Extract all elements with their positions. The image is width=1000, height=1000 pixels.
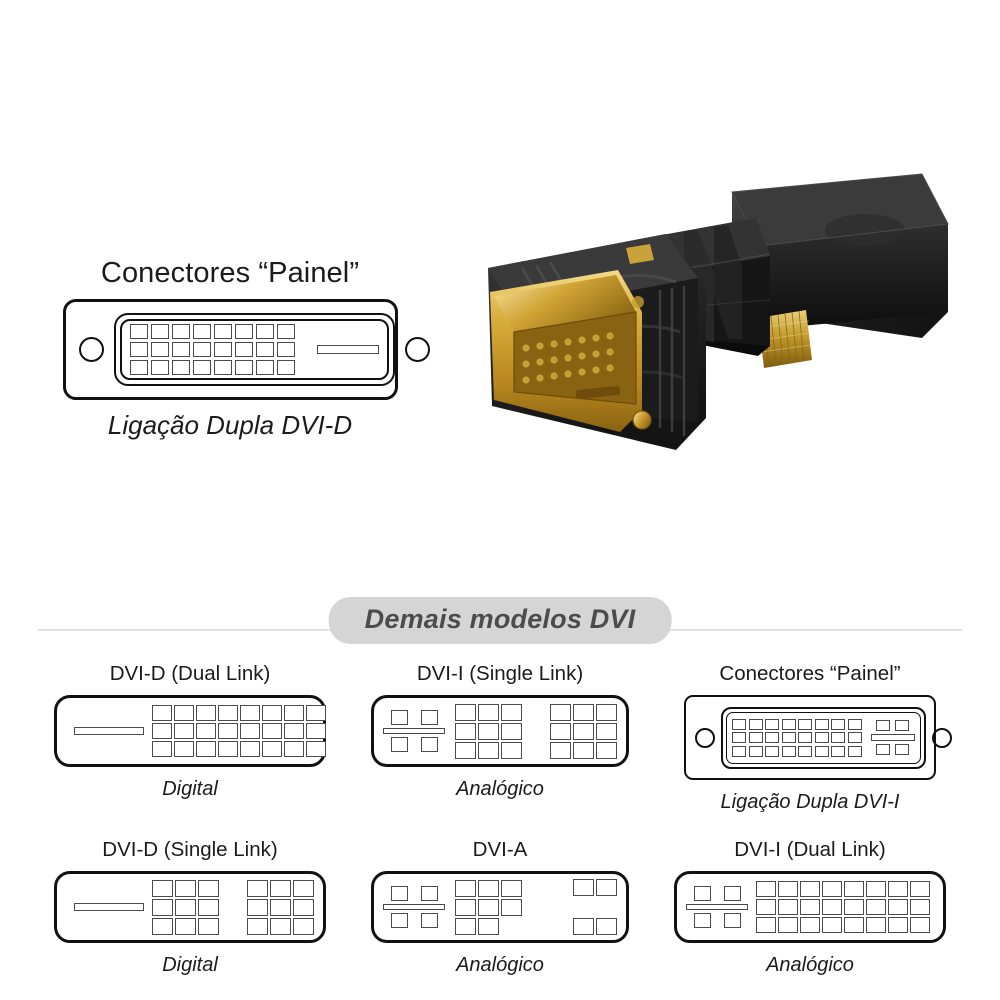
analog-row-bottom [693,913,741,928]
model-card-dvi-i-single-link: DVI-I (Single Link) [350,662,650,838]
pin [234,359,253,375]
card-caption: Analógico [456,778,544,800]
pin [192,341,211,357]
pin [150,341,169,357]
pin-pair-bottom [573,918,617,935]
pin [234,341,253,357]
analog-pin-cluster [870,720,915,755]
card-title: DVI-A [472,838,528,861]
analog-row-top [390,886,438,901]
models-grid: DVI-D (Dual Link) Digital DVI-I (Single … [40,662,960,1000]
pin [213,323,232,339]
pin [129,359,148,375]
analog-pin-block-right [573,879,617,935]
pin [234,323,253,339]
model-card-dvi-d-single-link: DVI-D (Single Link) Digital [40,838,340,1000]
flat-blade-pin [316,344,379,354]
analog-row-bottom [876,744,909,755]
model-card-dvi-a: DVI-A [350,838,650,1000]
connector-outline [371,695,629,767]
section-header: Demais modelos DVI [328,597,672,644]
card-caption: Ligação Dupla DVI-I [720,791,900,813]
flat-blade-pin [74,727,144,735]
hero-caption: Ligação Dupla DVI-D [107,409,353,440]
card-caption: Digital [162,954,218,976]
analog-pin-cluster [383,710,445,752]
connector-inner-ring-outer [113,312,395,386]
digital-pin-block-left [152,879,219,935]
hero-panel-connector [62,298,430,400]
pin [171,341,190,357]
pin [276,359,295,375]
pin [150,359,169,375]
analog-pin-cluster [686,886,748,928]
pin [276,341,295,357]
dvi-gold-pins [490,270,652,432]
analog-row-top [693,886,741,901]
screw-hole-right [404,336,430,362]
pin [129,323,148,339]
pin [255,341,274,357]
connector-outline [674,871,946,943]
connector-outline [371,871,629,943]
digital-pin-block-right [550,703,617,759]
connector-outline [684,695,952,780]
analog-row-bottom [390,913,438,928]
card-caption: Analógico [456,954,544,976]
analog-ground-blade [870,734,915,741]
pin [150,323,169,339]
blade-slot [66,727,152,735]
blade-slot [66,903,152,911]
card-title: DVI-D (Single Link) [102,838,278,861]
analog-row-bottom [390,737,438,752]
analog-ground-blade [686,904,748,910]
card-title: DVI-D (Dual Link) [109,662,271,685]
hero-title: Conectores “Painel” [100,257,360,289]
card-caption: Analógico [766,954,854,976]
product-photo [470,160,960,490]
analog-ground-blade [383,904,445,910]
pin [255,359,274,375]
pin [171,323,190,339]
pin-pair-top [573,879,617,896]
analog-ground-blade [383,728,445,734]
card-title: DVI-I (Single Link) [416,662,584,685]
connector-outline [54,871,326,943]
digital-pin-grid [732,718,862,757]
connector-inner-ring-inner [726,711,921,764]
card-caption: Digital [162,778,218,800]
pin [213,359,232,375]
analog-pin-cluster [383,886,445,928]
digital-pin-block-irregular [455,879,522,935]
analog-row-top [390,710,438,725]
connector-inner-ring-inner [119,318,389,380]
digital-pin-block-right [247,879,314,935]
screw-hole-right [931,727,952,748]
connector-inner-ring-outer [721,706,926,769]
digital-pin-grid [756,881,930,933]
digital-pin-block-left [455,703,522,759]
model-card-dvi-d-dual-link: DVI-D (Dual Link) Digital [40,662,340,838]
card-title: Conectores “Painel” [719,662,901,685]
screw-hole-left [695,727,715,748]
pin [213,341,232,357]
pin [129,341,148,357]
pin [171,359,190,375]
flat-blade-pin [74,903,144,911]
digital-pin-grid [152,705,326,757]
hero-connector-diagram: Conectores “Painel” Ligação [40,257,430,441]
screw-hole-left [78,336,104,362]
analog-row-top [876,720,909,731]
model-card-panel-dvi-i: Conectores “Painel” [660,662,960,838]
connector-outline [54,695,326,767]
pin [255,323,274,339]
digital-pin-grid [129,323,295,375]
pin [192,323,211,339]
pin [192,359,211,375]
card-title: DVI-I (Dual Link) [734,838,886,861]
hdmi-female-end [731,173,949,338]
pin [276,323,295,339]
model-card-dvi-i-dual-link: DVI-I (Dual Link) Analógico [660,838,960,1000]
